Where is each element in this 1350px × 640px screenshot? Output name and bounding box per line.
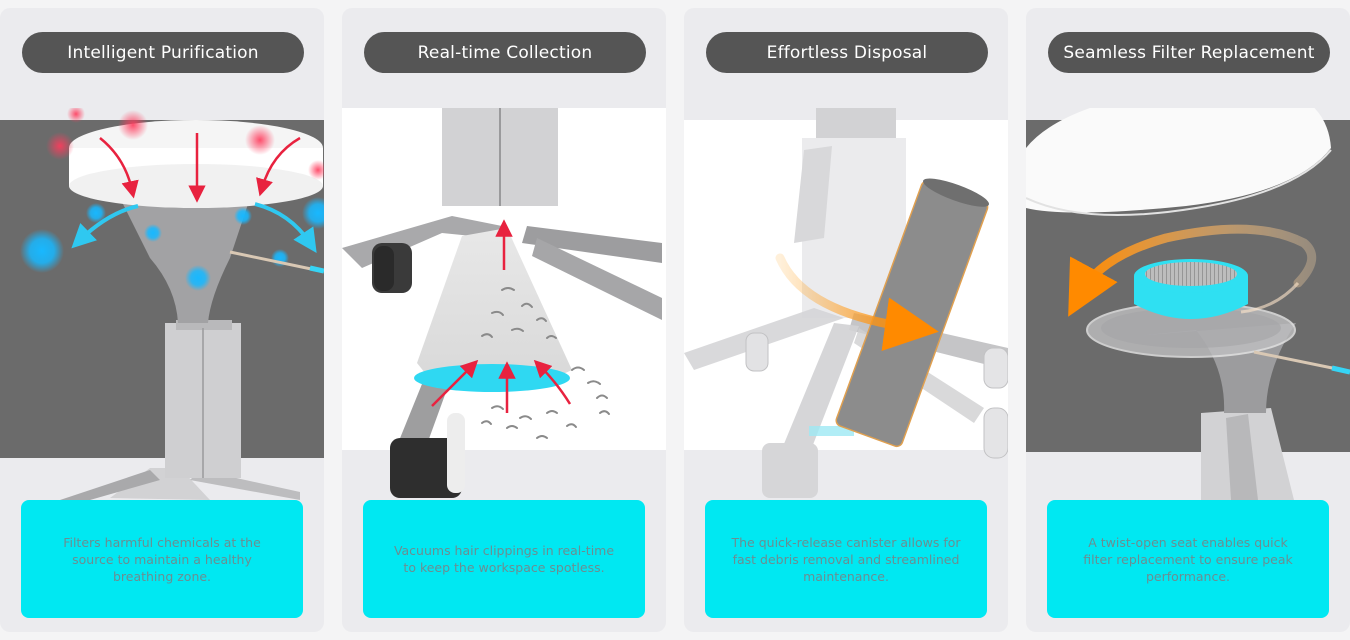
purification-illustration: [0, 108, 324, 500]
feature-card-disposal: Effortless Disposal The quick-rele: [684, 8, 1008, 632]
card-title: Intelligent Purification: [22, 32, 304, 73]
collection-illustration: [342, 108, 666, 498]
feature-card-purification: Intelligent Purification: [0, 8, 324, 632]
disposal-illustration: [684, 108, 1008, 498]
card-caption: The quick-release canister allows for fa…: [705, 500, 987, 618]
card-caption: Vacuums hair clippings in real-time to k…: [363, 500, 645, 618]
feature-card-collection: Real-time Collection: [342, 8, 666, 632]
suction-cone: [417, 228, 572, 388]
feature-card-filter: Seamless Filter Replacement: [1026, 8, 1350, 632]
filter-illustration: [1026, 108, 1350, 500]
card-title: Real-time Collection: [364, 32, 646, 73]
card-title: Seamless Filter Replacement: [1048, 32, 1330, 73]
card-caption: Filters harmful chemicals at the source …: [21, 500, 303, 618]
card-title: Effortless Disposal: [706, 32, 988, 73]
card-caption: A twist-open seat enables quick filter r…: [1047, 500, 1329, 618]
filter-cartridge: [1134, 259, 1248, 319]
seat-lifted: [1026, 108, 1332, 216]
